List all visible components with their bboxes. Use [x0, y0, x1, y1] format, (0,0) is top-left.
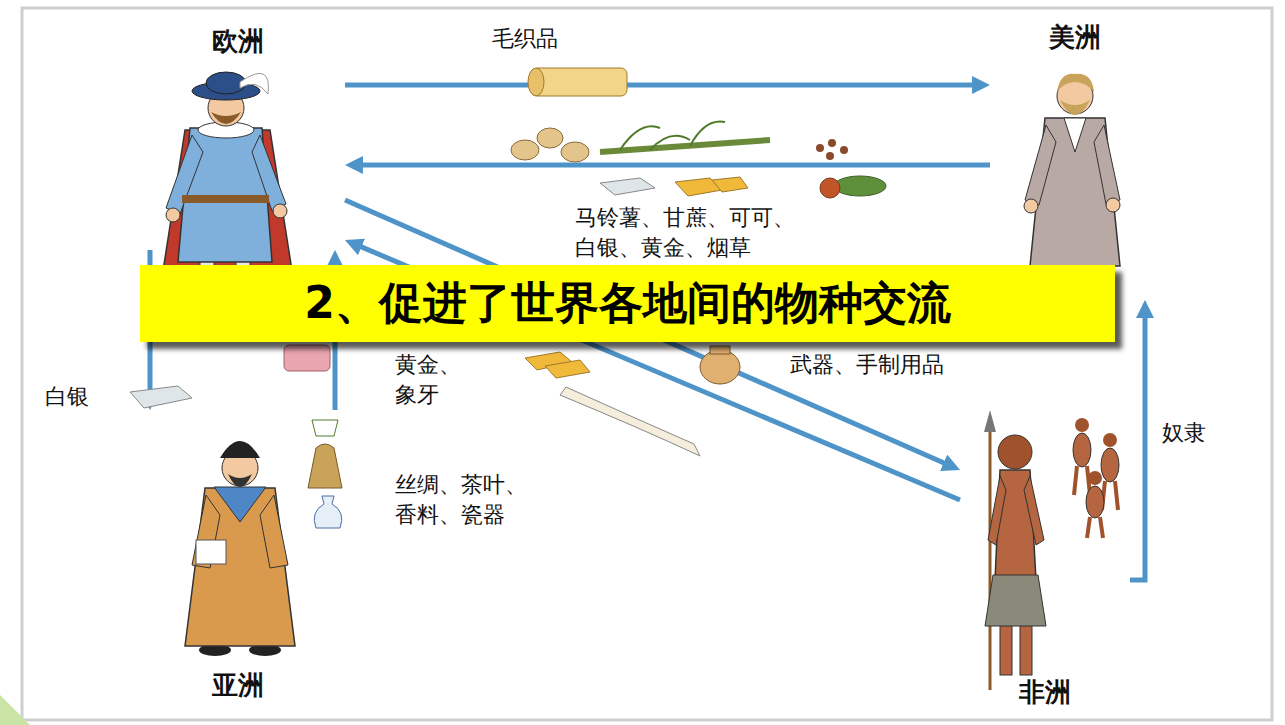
continent-node: 欧洲 [130, 22, 345, 250]
slave-figures [1075, 418, 1089, 432]
title-banner: 2、促进了世界各地间的物种交流 [140, 265, 1115, 342]
asia-figure [260, 495, 288, 568]
america-goods [826, 152, 834, 160]
asia-goods [312, 420, 338, 436]
america-goods [828, 139, 836, 147]
europe-figure [240, 73, 268, 94]
slave-figures [1102, 481, 1118, 510]
africa-figure [1000, 620, 1012, 675]
slave-figures [1073, 418, 1119, 538]
africa-figure [1020, 620, 1032, 675]
america-figure [1064, 118, 1086, 152]
america-figure [1025, 125, 1056, 205]
america-goods [840, 146, 848, 154]
continent-name: 亚洲 [212, 670, 264, 701]
america-figure [1060, 100, 1090, 115]
america-figure [1094, 125, 1120, 204]
america-goods [600, 178, 655, 195]
america-goods [511, 140, 539, 160]
asia-figure [185, 488, 295, 646]
africa-goods [545, 360, 590, 378]
asia-goods [284, 345, 342, 528]
handmade-pot [700, 346, 740, 384]
europe-figure [160, 72, 295, 290]
asia-figure [228, 474, 252, 487]
slave-figures [1088, 471, 1102, 485]
trade-arrow [1130, 310, 1145, 580]
wool-roll [532, 68, 627, 96]
slave-figures [1101, 448, 1119, 482]
africa-figure [984, 410, 996, 432]
silver-bar [130, 386, 192, 408]
handmade-pot [700, 350, 740, 384]
goods-label: 奴隶 [1162, 418, 1206, 448]
continent-name: 非洲 [1019, 677, 1071, 708]
asia-goods [284, 345, 330, 371]
continent-node: 非洲 [960, 400, 1130, 712]
europe-figure [182, 195, 269, 203]
slave-figures [1074, 466, 1090, 495]
africa-figure [985, 575, 1046, 626]
asia-goods [314, 496, 342, 528]
slave-figures [1087, 517, 1103, 538]
africa-figure [989, 425, 992, 690]
america-figure [1106, 198, 1120, 212]
wool-roll [528, 68, 544, 96]
africa-figure [1024, 476, 1044, 545]
trade-arrow [355, 163, 990, 168]
africa-goods [560, 387, 700, 456]
asia-goods [308, 444, 342, 488]
europe-figure [211, 112, 241, 124]
america-goods [561, 142, 589, 162]
africa-figure [984, 410, 1046, 690]
continent-name: 美洲 [1049, 22, 1101, 53]
asia-figure [214, 487, 266, 522]
america-goods [537, 128, 563, 148]
goods-label: 丝绸、茶叶、香料、瓷器 [395, 470, 535, 529]
picture-frame [0, 695, 30, 725]
slave-figures [1103, 433, 1117, 447]
america-goods [620, 122, 725, 151]
goods-label: 黄金、象牙 [395, 350, 465, 409]
picture-frame [22, 8, 1272, 720]
america-figure [1057, 74, 1094, 92]
asia-figure [196, 540, 226, 564]
africa-figure [988, 476, 1006, 545]
america-goods [511, 122, 886, 199]
picture-frame [0, 8, 1272, 725]
handmade-pot [710, 346, 730, 354]
america-goods [712, 177, 748, 192]
goods-label: 白银 [45, 382, 89, 412]
europe-figure [273, 204, 287, 218]
america-goods [816, 144, 824, 152]
wool-roll [528, 68, 627, 96]
america-goods [834, 176, 886, 196]
goods-label: 武器、手制用品 [790, 350, 944, 380]
goods-label: 马铃薯、甘蔗、可可、白银、黄金、烟草 [575, 203, 807, 262]
america-goods [820, 178, 840, 198]
asia-figure [220, 441, 260, 458]
africa-goods [525, 352, 700, 456]
silver-bar [130, 386, 192, 408]
slave-figures [1073, 433, 1091, 467]
continent-node: 美洲 [990, 18, 1160, 300]
africa-figure [998, 435, 1032, 469]
slave-figures [1086, 486, 1104, 518]
trade-arrow [345, 83, 980, 88]
continent-node: 亚洲 [130, 410, 345, 705]
goods-label: 毛织品 [492, 24, 558, 54]
europe-figure [166, 208, 180, 222]
continent-name: 欧洲 [212, 26, 264, 57]
america-figure [1024, 199, 1038, 213]
asia-figure [185, 441, 295, 656]
